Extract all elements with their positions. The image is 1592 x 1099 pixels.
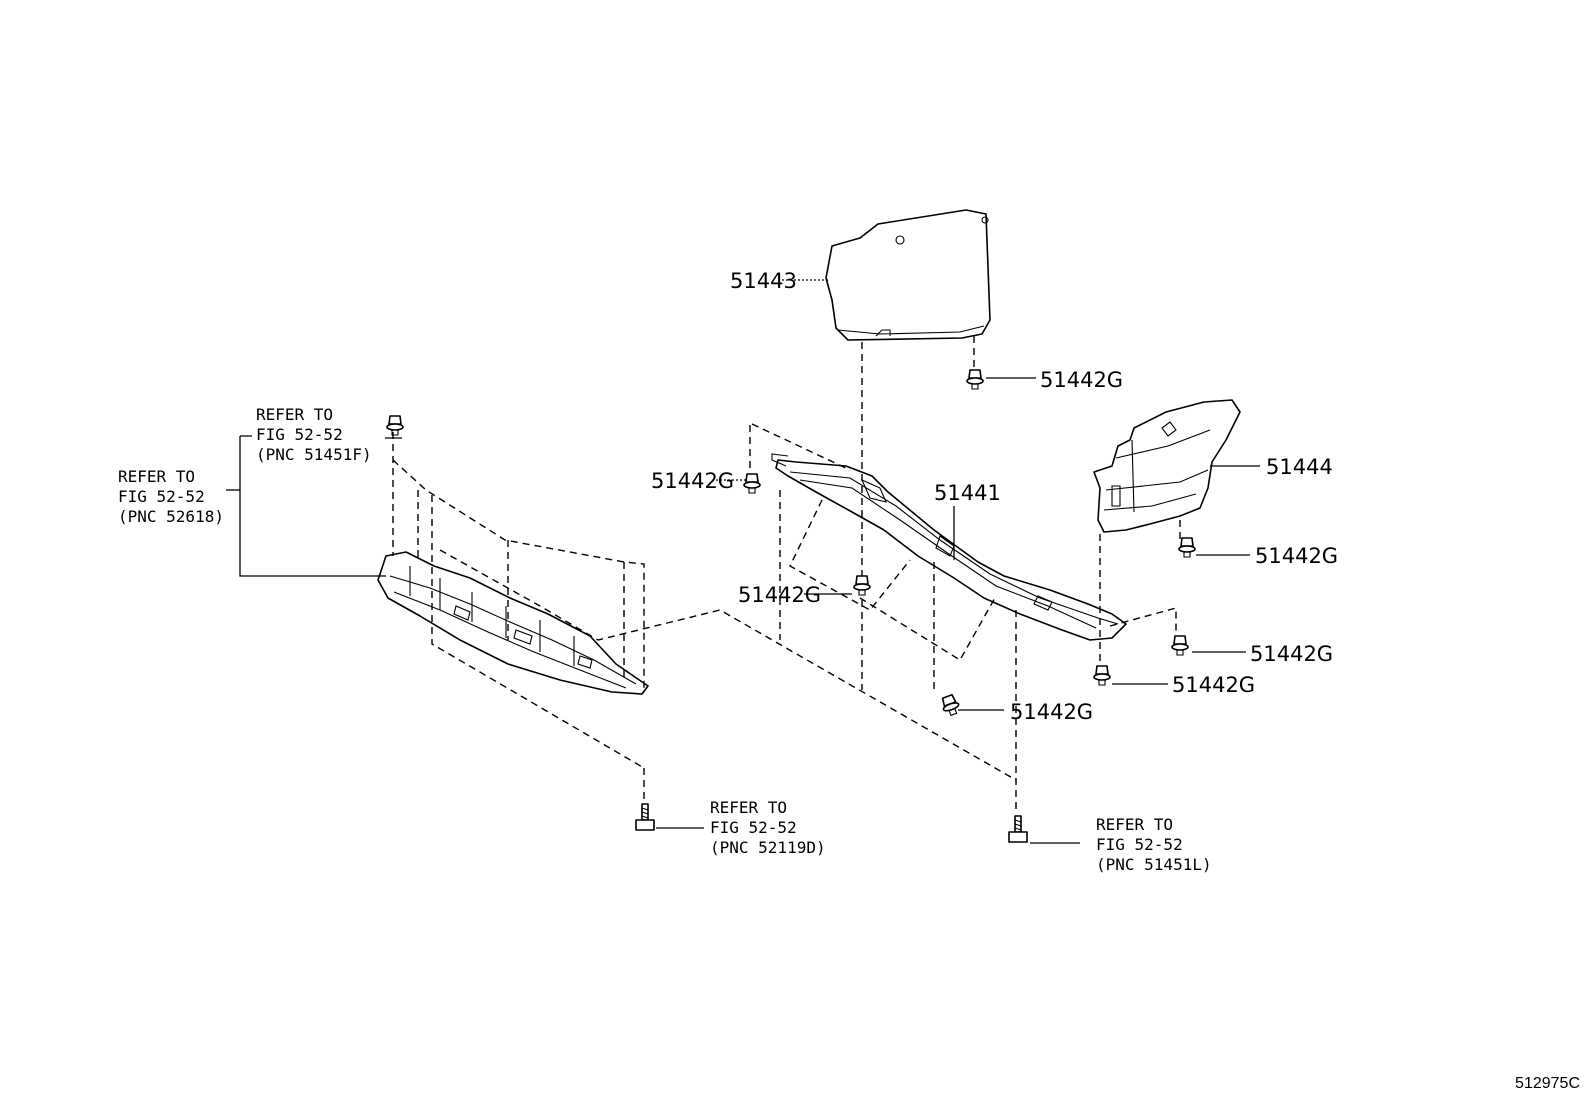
ref-52119d-line3: (PNC 52119D): [710, 838, 826, 857]
ref-51451f-line1: REFER TO: [256, 405, 333, 424]
clip-51442g-d[interactable]: [1178, 537, 1196, 558]
clip-icon: [743, 473, 761, 494]
clip-icon: [853, 575, 871, 596]
ref-block-52618: REFER TO FIG 52-52 (PNC 52618): [118, 467, 224, 526]
ref-52618-line2: FIG 52-52: [118, 487, 205, 506]
part-51441-brace[interactable]: [771, 453, 1127, 641]
bolt-ref-51451l[interactable]: [1008, 815, 1028, 843]
ref-52119d-line1: REFER TO: [710, 798, 787, 817]
ref-51451l-line3: (PNC 51451L): [1096, 855, 1212, 874]
label-51444: 51444: [1266, 455, 1333, 479]
clip-51442g-b[interactable]: [743, 473, 761, 494]
ref-51451f-line3: (PNC 51451F): [256, 445, 372, 464]
label-51443: 51443: [730, 269, 797, 293]
clip-icon: [386, 415, 404, 436]
ref-block-52119d: REFER TO FIG 52-52 (PNC 52119D): [710, 798, 826, 857]
clip-icon: [966, 369, 984, 390]
clip-icon: [1093, 665, 1111, 686]
bolt-icon: [635, 803, 655, 831]
clip-icon: [1178, 537, 1196, 558]
ref-51451l-line2: FIG 52-52: [1096, 835, 1183, 854]
label-51442g-c: 51442G: [738, 583, 821, 607]
clip-51442g-f[interactable]: [1093, 665, 1111, 686]
clip-icon: [941, 693, 960, 717]
ref-52119d-line2: FIG 52-52: [710, 818, 797, 837]
label-51442g-f: 51442G: [1172, 673, 1255, 697]
ref-block-51451l: REFER TO FIG 52-52 (PNC 51451L): [1096, 815, 1212, 874]
label-51442g-d: 51442G: [1255, 544, 1338, 568]
part-51443-shield[interactable]: [825, 209, 991, 341]
clip-51442g-g[interactable]: [940, 693, 962, 717]
engine-under-cover[interactable]: [377, 551, 649, 695]
catalog-code: 512975C: [1515, 1075, 1580, 1092]
clip-51442g-e[interactable]: [1171, 635, 1189, 656]
assembly-dash-lines: [392, 336, 1181, 810]
ref-block-51451f: REFER TO FIG 52-52 (PNC 51451F): [256, 405, 372, 464]
ref-51451l-line1: REFER TO: [1096, 815, 1173, 834]
label-51442g-b: 51442G: [651, 469, 734, 493]
label-51442g-g: 51442G: [1010, 700, 1093, 724]
label-51441: 51441: [934, 481, 1001, 505]
clip-icon: [1171, 635, 1189, 656]
label-51442g-e: 51442G: [1250, 642, 1333, 666]
clip-51442g-a[interactable]: [966, 369, 984, 390]
label-51442g-a: 51442G: [1040, 368, 1123, 392]
clip-51442g-c[interactable]: [853, 575, 871, 596]
ref-51451f-line2: FIG 52-52: [256, 425, 343, 444]
bolt-ref-52119d[interactable]: [635, 803, 655, 831]
leader-lines: [226, 279, 1260, 844]
ref-52618-line3: (PNC 52618): [118, 507, 224, 526]
clip-ref-51451f[interactable]: [386, 415, 404, 436]
ref-52618-line1: REFER TO: [118, 467, 195, 486]
bolt-icon: [1008, 815, 1028, 843]
part-51444-shield[interactable]: [1093, 399, 1241, 533]
